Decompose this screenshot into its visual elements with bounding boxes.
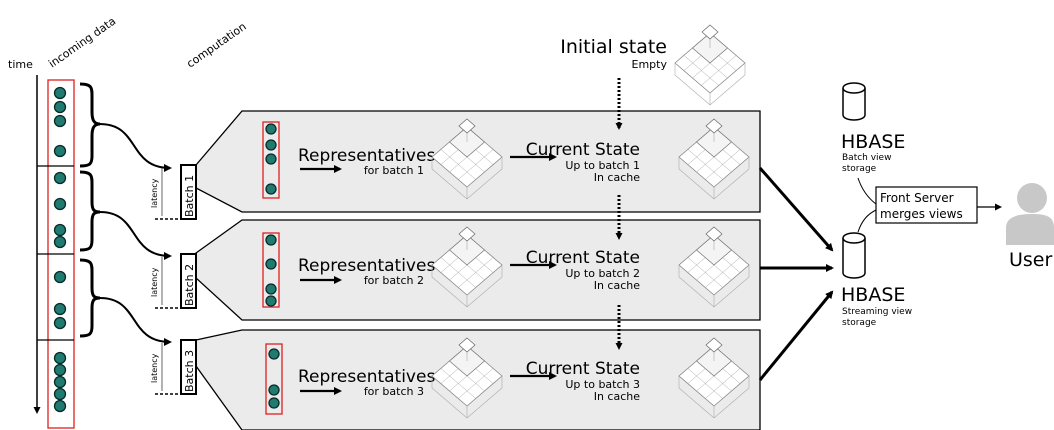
representative-point: [265, 283, 277, 295]
data-point: [53, 100, 67, 114]
user-icon: [1006, 183, 1054, 245]
representatives-sub-1: for batch 1: [364, 164, 424, 177]
representative-point: [265, 123, 277, 135]
representative-point: [265, 234, 277, 246]
user-label: User: [1009, 249, 1052, 271]
initial-state-title: Initial state: [560, 36, 667, 58]
latency-label-2: latency: [150, 267, 159, 297]
representative-point: [268, 384, 280, 396]
representative-point: [265, 153, 277, 165]
hbase-streaming-view: HBASE Streaming view storage: [841, 232, 912, 328]
hbase-batch-title: HBASE: [841, 131, 905, 153]
current-state-title-2: Current State: [526, 248, 640, 268]
data-point: [53, 223, 67, 237]
time-axis: time: [8, 58, 41, 414]
front-server-line2: merges views: [880, 207, 963, 221]
representative-point: [265, 258, 277, 270]
representative-point: [265, 139, 277, 151]
hbase-batch-line2: storage: [842, 164, 877, 174]
representatives-title-2: Representatives: [298, 256, 435, 276]
batch-3-content: Representatives for batch 3 Current Stat…: [298, 337, 750, 419]
representatives-sub-3: for batch 3: [364, 385, 424, 398]
incoming-data-points: [53, 86, 67, 413]
time-label: time: [8, 58, 33, 71]
representatives-title-3: Representatives: [298, 367, 435, 387]
computation-label: computation: [184, 20, 248, 71]
batch-arrows: [99, 123, 172, 346]
hbase-stream-line1: Streaming view: [842, 307, 912, 317]
user: User: [1006, 183, 1054, 271]
data-point: [53, 351, 67, 365]
representatives-title-1: Representatives: [298, 146, 435, 166]
initial-state-subtitle: Empty: [632, 58, 668, 71]
current-state-line2-1: In cache: [594, 171, 641, 184]
current-state-title-1: Current State: [526, 140, 640, 160]
batch-2-box: [180, 253, 197, 309]
to-streaming-arrows: [758, 167, 834, 381]
latency-label-1: latency: [150, 178, 159, 208]
data-point: [53, 316, 67, 330]
data-point: [53, 171, 67, 185]
batch-1-label: Batch 1: [183, 175, 196, 217]
data-point: [53, 235, 67, 249]
data-point: [53, 375, 67, 389]
representative-point: [268, 348, 280, 360]
representative-points: [265, 123, 280, 409]
incoming-data-label: incoming data: [46, 15, 118, 71]
representative-point: [265, 295, 277, 307]
representatives-sub-2: for batch 2: [364, 274, 424, 287]
batch-3-box: [180, 339, 197, 395]
data-point: [53, 114, 67, 128]
current-state-line2-3: In cache: [594, 390, 641, 403]
batch-braces: [79, 82, 101, 338]
data-point: [53, 363, 67, 377]
current-state-line2-2: In cache: [594, 279, 641, 292]
batch-2-content: Representatives for batch 2 Current Stat…: [298, 226, 750, 308]
batch-3-label: Batch 3: [183, 350, 196, 392]
batch-2-label: Batch 2: [183, 264, 196, 306]
batch-1-box: [180, 164, 197, 220]
current-state-title-3: Current State: [526, 359, 640, 379]
data-point: [53, 399, 67, 413]
data-point: [53, 302, 67, 316]
current-state-line1-1: Up to batch 1: [565, 159, 640, 172]
batch-2-group: Batch 2 latency: [150, 253, 197, 309]
representative-point: [268, 397, 280, 409]
batch-1-group: Batch 1 latency: [150, 164, 197, 220]
hbase-stream-line2: storage: [842, 318, 877, 328]
latency-label-3: latency: [150, 353, 159, 383]
batch-1-content: Representatives for batch 1 Current Stat…: [298, 118, 750, 200]
hbase-batch-view: HBASE Batch view storage: [841, 82, 905, 174]
batch-3-group: Batch 3 latency: [150, 339, 197, 395]
database-icon: [842, 232, 866, 279]
data-point: [53, 197, 67, 211]
data-point: [53, 387, 67, 401]
hbase-batch-line1: Batch view: [842, 153, 891, 163]
representative-point: [265, 183, 277, 195]
data-point: [53, 270, 67, 284]
front-server-line1: Front Server: [880, 191, 954, 205]
incoming-data-column: [37, 79, 75, 429]
representative-boxes: [262, 121, 283, 415]
current-state-line1-3: Up to batch 3: [565, 378, 640, 391]
hbase-stream-title: HBASE: [841, 284, 905, 306]
front-server: Front Server merges views: [857, 177, 1002, 233]
database-icon: [842, 82, 866, 121]
current-state-line1-2: Up to batch 2: [565, 267, 640, 280]
data-point: [53, 86, 67, 100]
data-point: [53, 144, 67, 158]
initial-state: Initial state Empty: [560, 24, 746, 106]
